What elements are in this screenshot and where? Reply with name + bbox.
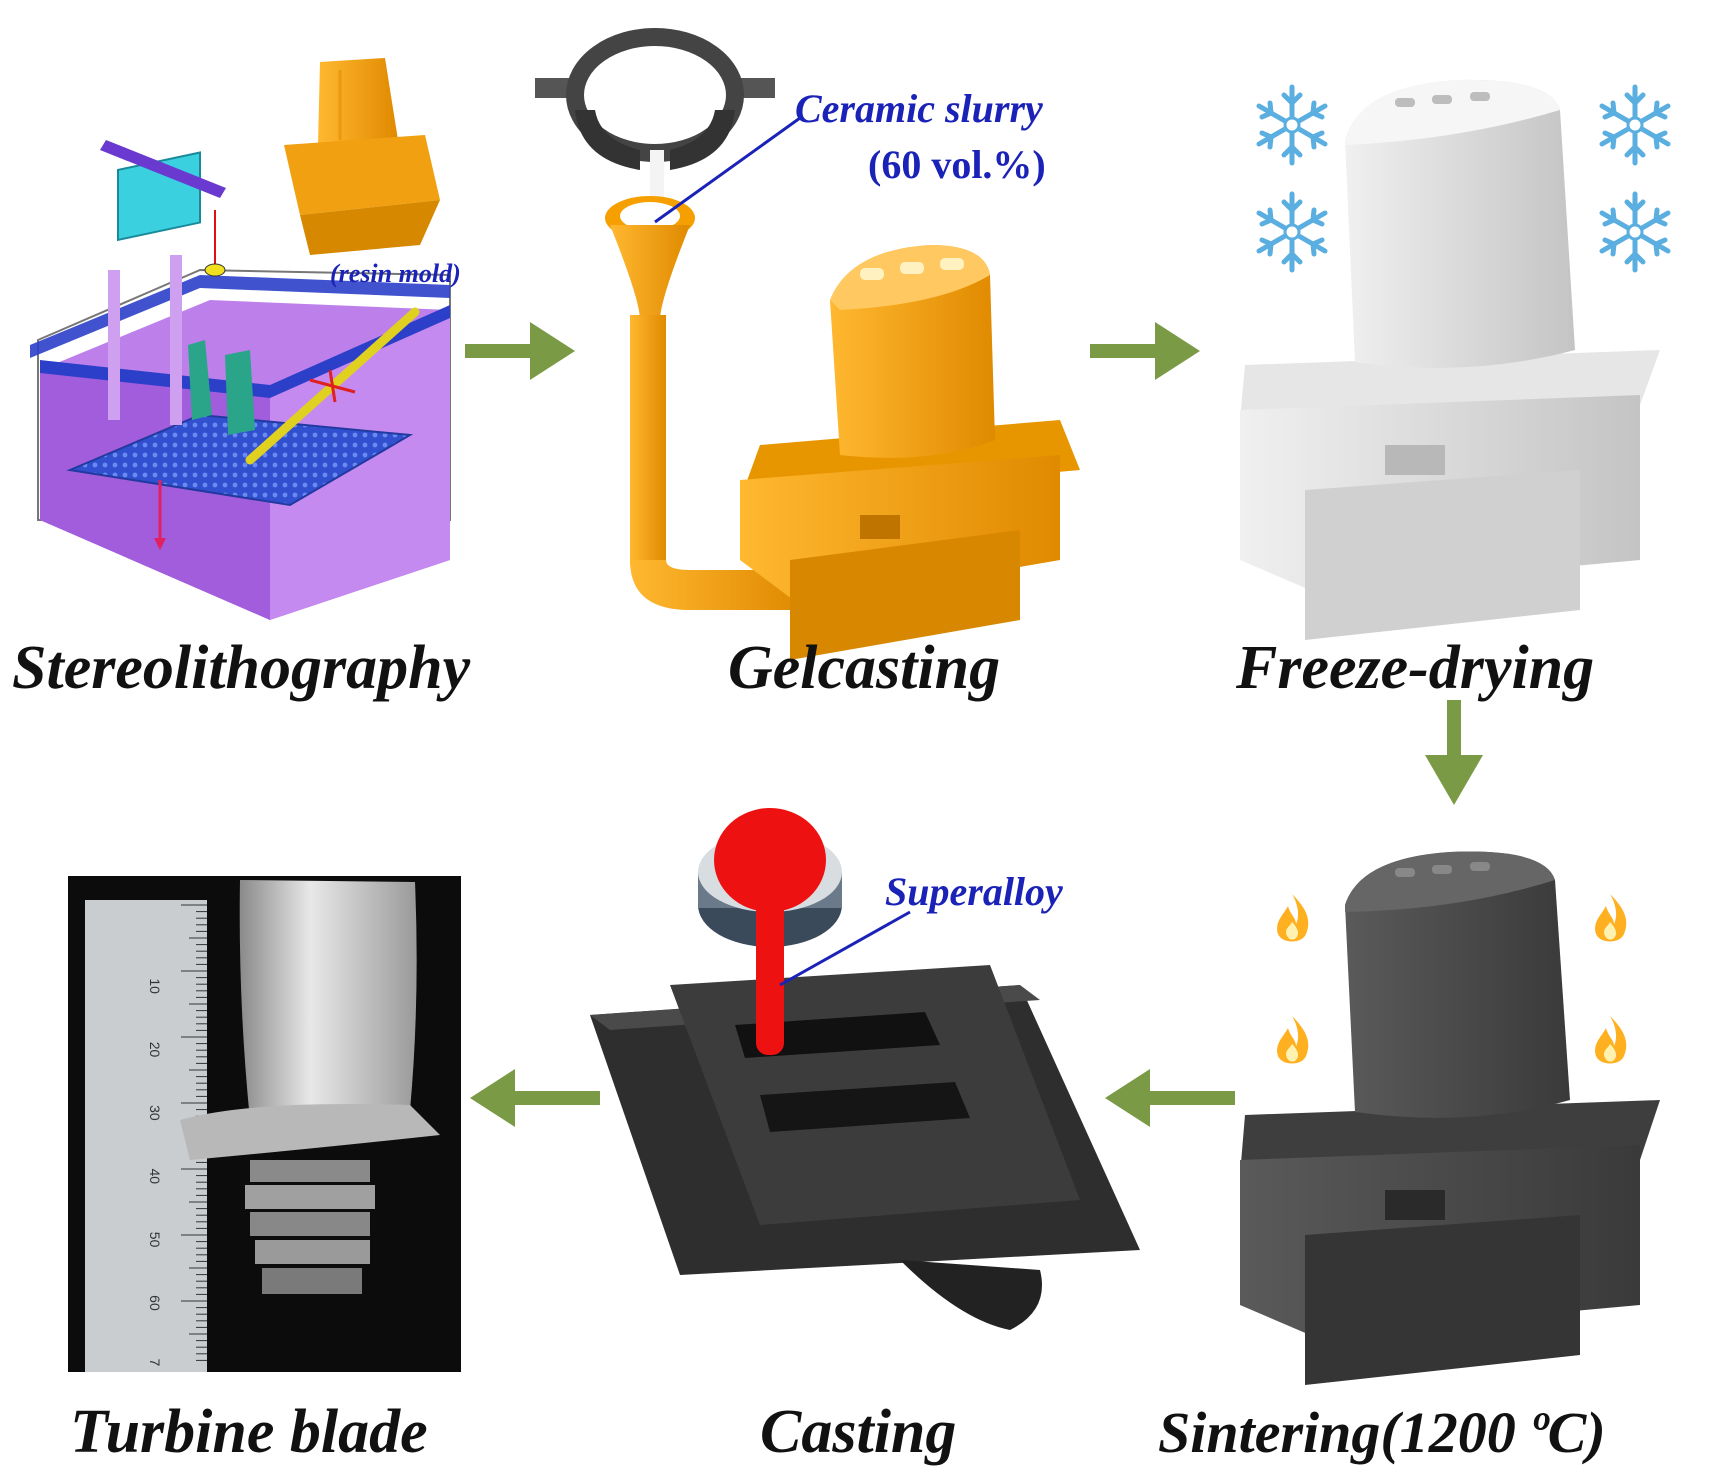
step-label-stereolithography: Stereolithography [12,634,471,702]
step-label-freeze-drying: Freeze-drying [1235,634,1594,702]
flame-icon [1277,894,1309,942]
arrow-right-icon [1090,322,1200,380]
turbine-blade-photo: 10 20 30 40 50 60 7 [68,876,461,1372]
snowflake-icon [1602,87,1668,163]
flame-icon [1595,1016,1627,1064]
step-label-sintering: Sintering(1200 ºC) [1158,1400,1606,1465]
flame-icon [1277,1016,1309,1064]
stereolithography-illustration [30,58,451,620]
step-label-casting: Casting [760,1398,956,1466]
flame-icon [1595,894,1627,942]
pouring-ring [535,28,775,210]
ceramic-slurry-leader [654,116,801,224]
snowflake-icon [1259,87,1325,163]
snowflake-icon [1602,194,1668,270]
snowflake-icon [1259,194,1325,270]
casting-illustration [590,808,1140,1330]
arrow-down-icon [1425,700,1483,805]
gelcasting-illustration [535,28,1080,660]
step-label-gelcasting: Gelcasting [728,634,1000,702]
resin-mold-part [284,58,440,255]
arrow-left-icon [470,1069,600,1127]
callout-superalloy: Superalloy [885,869,1063,914]
arrow-left-icon [1105,1069,1235,1127]
callout-ceramic-slurry-concentration: (60 vol.%) [868,142,1046,187]
ruler-number: 7 [147,1359,163,1367]
ruler-number: 60 [147,1295,163,1311]
sintering-illustration [1240,851,1660,1385]
superalloy-leader [779,910,911,987]
ruler-number: 30 [147,1105,163,1121]
ruler-number: 40 [147,1168,163,1184]
arrow-right-icon [465,322,575,380]
callout-resin-mold: (resin mold) [330,259,461,288]
callout-ceramic-slurry: Ceramic slurry [795,86,1043,131]
freeze-drying-illustration [1240,79,1660,640]
ruler-number: 20 [147,1042,163,1058]
gelcasting-mold [740,245,1080,660]
ruler-number: 10 [147,978,163,994]
step-label-turbine-blade: Turbine blade [70,1398,428,1466]
ruler-number: 50 [147,1232,163,1248]
